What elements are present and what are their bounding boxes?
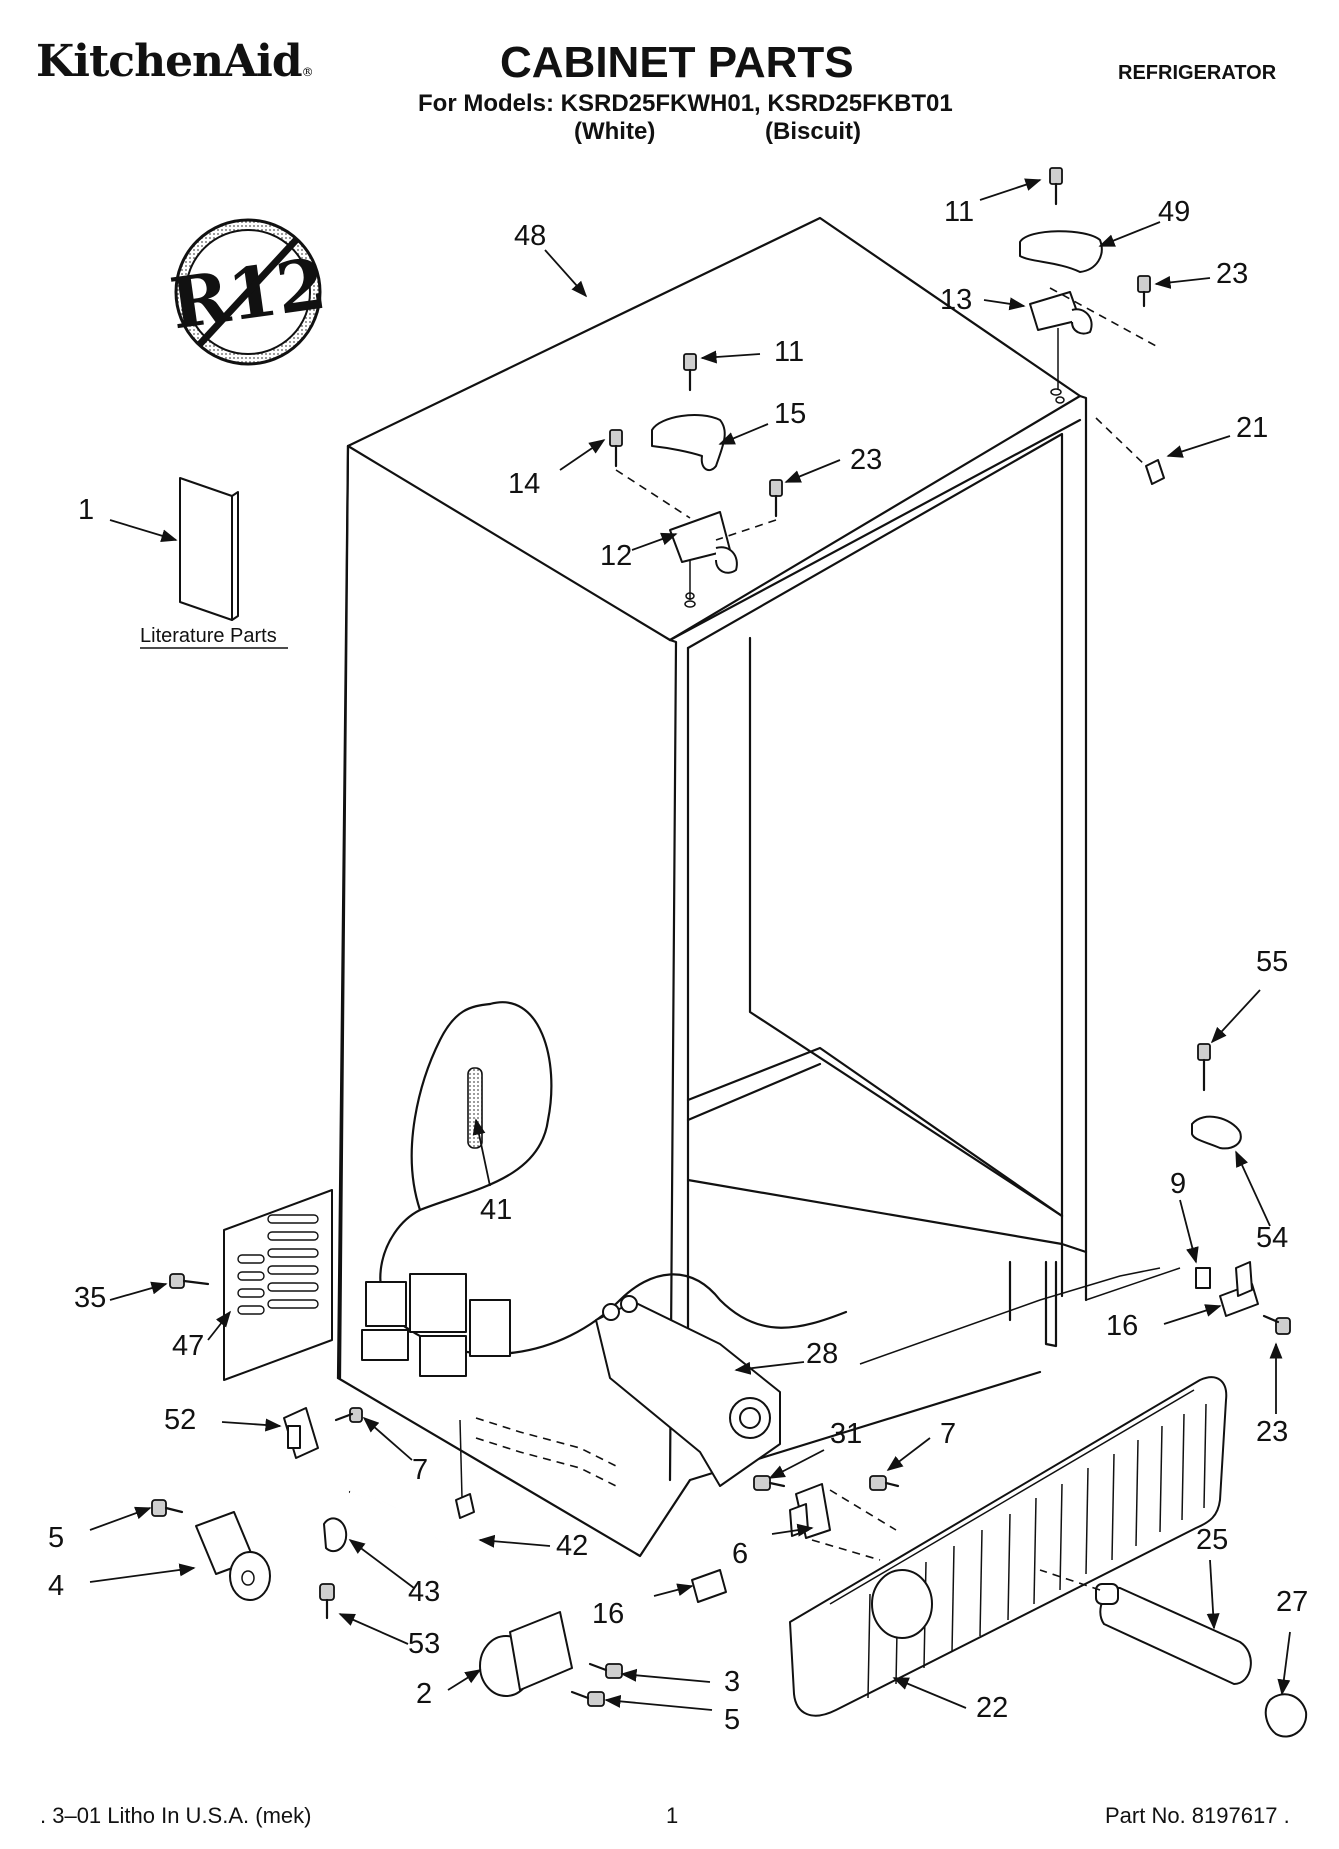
callout-47: 47 <box>172 1330 205 1362</box>
callout-28: 28 <box>806 1338 839 1370</box>
water-filter <box>1039 1569 1308 1738</box>
callout-11: 11 <box>944 196 975 228</box>
page-title: CABINET PARTS <box>500 38 854 87</box>
lower-roller-bracket <box>479 1611 623 1707</box>
brand-logo: KitchenAid® <box>36 36 314 87</box>
callout-9: 9 <box>1170 1168 1187 1200</box>
drain-trough-lower <box>475 1437 621 1489</box>
callout-3: 3 <box>724 1666 741 1698</box>
callout-11: 11 <box>774 336 805 368</box>
water-line <box>319 1419 475 1620</box>
callout-43: 43 <box>408 1576 441 1608</box>
callout-23: 23 <box>1256 1416 1289 1448</box>
category-label: REFRIGERATOR <box>1118 62 1277 84</box>
callout-2: 2 <box>416 1678 433 1710</box>
callout-7: 7 <box>940 1418 957 1450</box>
callout-5: 5 <box>724 1704 741 1736</box>
top-hinge-right <box>1019 167 1157 404</box>
controls-cluster <box>361 1273 511 1377</box>
callout-22: 22 <box>976 1692 1009 1724</box>
callout-16: 16 <box>592 1598 625 1630</box>
screw-35 <box>169 1273 210 1289</box>
cabinet-shell <box>336 216 1161 1558</box>
model-subtitle: For Models: KSRD25FKWH01, KSRD25FKBT01 <box>418 90 953 117</box>
callout-12: 12 <box>600 540 633 572</box>
callout-4: 4 <box>48 1570 65 1602</box>
callout-23: 23 <box>1216 258 1249 290</box>
leveling-bracket <box>283 1407 363 1459</box>
callout-48: 48 <box>514 220 547 252</box>
literature-booklet <box>140 477 288 649</box>
drain-trough <box>475 1417 621 1469</box>
callout-1: 1 <box>78 494 95 526</box>
callout-27: 27 <box>1276 1586 1309 1618</box>
footer-litho: . 3–01 Litho In U.S.A. (mek) <box>40 1803 312 1828</box>
top-hinge-left <box>609 353 783 608</box>
variant-white: (White) <box>574 118 656 145</box>
callout-54: 54 <box>1256 1222 1289 1254</box>
callout-leaders <box>89 178 1291 1711</box>
footer-page-number: 1 <box>666 1803 679 1828</box>
callout-6: 6 <box>732 1538 749 1570</box>
callout-31: 31 <box>830 1418 863 1450</box>
callout-52: 52 <box>164 1404 197 1436</box>
callout-7: 7 <box>412 1454 429 1486</box>
callout-5: 5 <box>48 1522 65 1554</box>
base-grille <box>789 1376 1228 1717</box>
callout-16: 16 <box>1106 1310 1139 1342</box>
callout-42: 42 <box>556 1530 589 1562</box>
callout-55: 55 <box>1256 946 1289 978</box>
callout-53: 53 <box>408 1628 441 1660</box>
callout-41: 41 <box>480 1194 513 1226</box>
water-tube-housing <box>595 1295 781 1487</box>
callout-14: 14 <box>508 468 541 500</box>
callout-21: 21 <box>1236 412 1269 444</box>
callout-13: 13 <box>940 284 973 316</box>
no-r12-icon: R12 <box>165 218 331 366</box>
callout-35: 35 <box>74 1282 107 1314</box>
callout-49: 49 <box>1158 196 1191 228</box>
lower-hinge-right <box>1085 1043 1291 1335</box>
hinge-pin <box>1095 417 1165 485</box>
front-roller <box>151 1499 271 1601</box>
variant-biscuit: (Biscuit) <box>765 118 861 145</box>
literature-parts-label: Literature Parts <box>140 625 277 647</box>
footer-part-number: Part No. 8197617 . <box>1105 1803 1290 1828</box>
callout-15: 15 <box>774 398 807 430</box>
callout-25: 25 <box>1196 1524 1229 1556</box>
rear-grille <box>223 1189 333 1381</box>
callout-23: 23 <box>850 444 883 476</box>
